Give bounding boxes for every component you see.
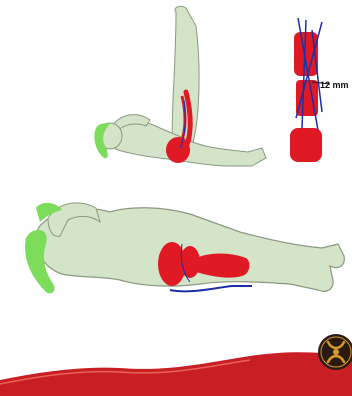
vessel-gap-2: [288, 120, 324, 126]
supine-vein-blue: [170, 286, 252, 291]
bottom-wave: [0, 352, 352, 396]
measurement-label: 12 mm: [320, 80, 349, 90]
pelvic-mass: [166, 137, 190, 163]
figure-raised-leg: [94, 6, 266, 166]
vessel-detail: [288, 18, 330, 162]
figure-supine: [25, 203, 344, 293]
vessel-segment-lower: [290, 128, 322, 162]
supine-vein: [196, 254, 249, 278]
